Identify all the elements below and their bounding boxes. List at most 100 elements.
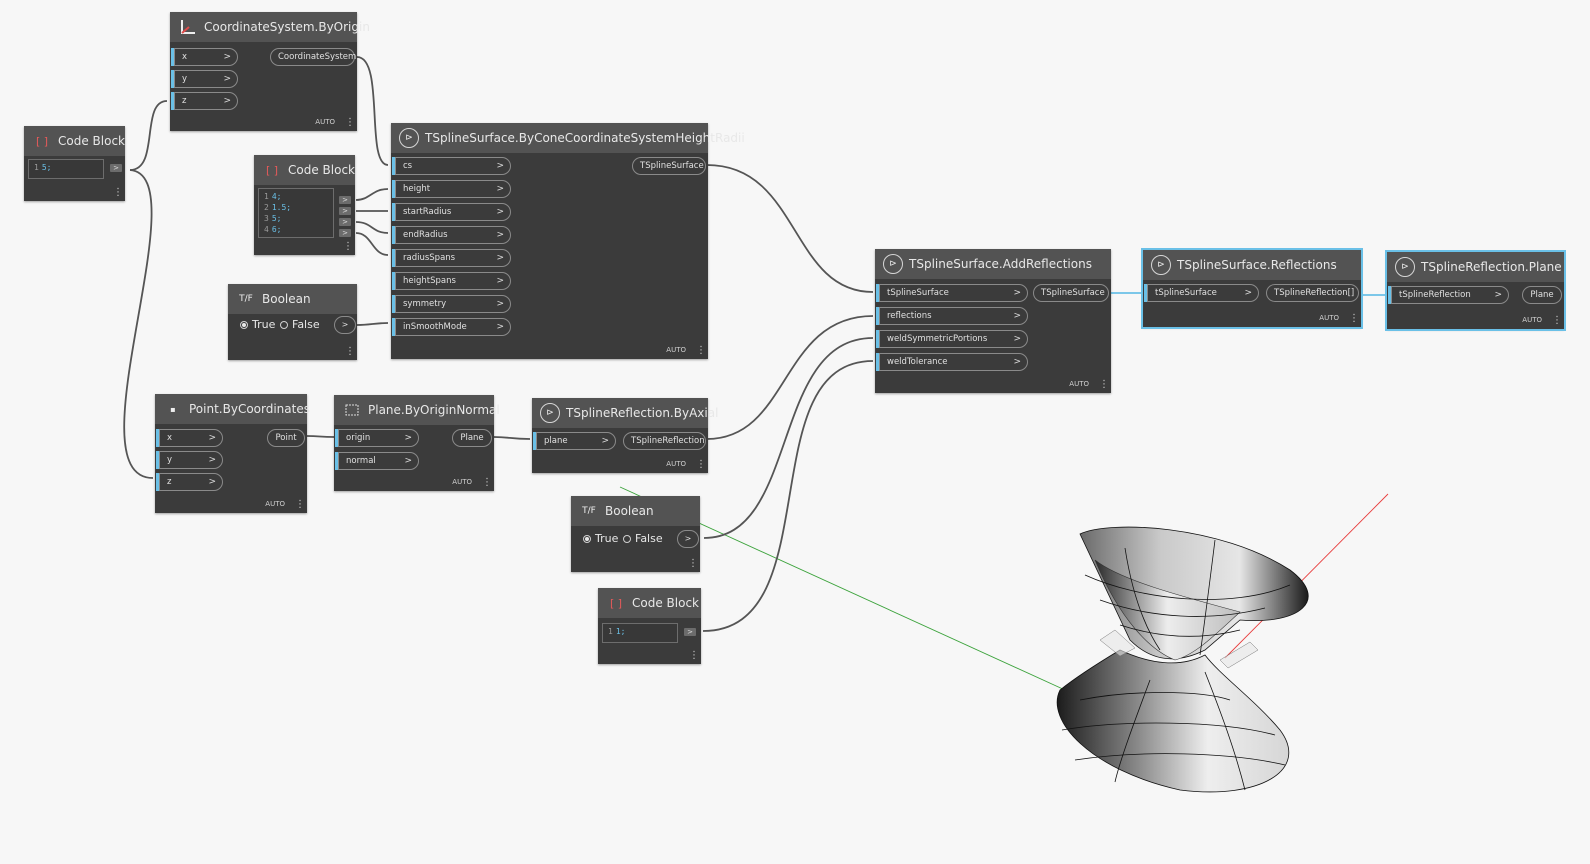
- input-port-height[interactable]: height>: [392, 180, 511, 198]
- lacing-auto-label[interactable]: AUTO: [666, 346, 686, 354]
- output-port-tspline-reflection-list[interactable]: TSplineReflection[]: [1266, 284, 1359, 302]
- radio-false[interactable]: False: [280, 318, 320, 331]
- input-port-symmetry[interactable]: symmetry>: [392, 295, 511, 313]
- node-title: TSplineReflection.Plane: [1421, 260, 1562, 274]
- input-port-z[interactable]: z>: [171, 92, 238, 110]
- node-header[interactable]: T/F Boolean: [571, 496, 700, 526]
- input-port-weld-symmetric-portions[interactable]: weldSymmetricPortions>: [876, 330, 1028, 348]
- input-port-end-radius[interactable]: endRadius>: [392, 226, 511, 244]
- output-port[interactable]: >: [684, 628, 696, 636]
- node-menu-icon[interactable]: ⋮: [295, 499, 305, 510]
- node-boolean-2[interactable]: T/F Boolean True False > ⋮: [571, 496, 700, 572]
- input-port-tspline-surface[interactable]: tSplineSurface>: [1144, 284, 1259, 302]
- node-menu-icon[interactable]: ⋮: [1552, 315, 1562, 326]
- input-port-origin[interactable]: origin>: [335, 429, 419, 447]
- input-port-plane[interactable]: plane>: [533, 432, 616, 450]
- input-port-tspline-reflection[interactable]: tSplineReflection>: [1388, 286, 1509, 304]
- node-coordinate-system-by-origin[interactable]: CoordinateSystem.ByOrigin x> y> z> Coord…: [170, 12, 370, 131]
- input-port-reflections[interactable]: reflections>: [876, 307, 1028, 325]
- node-title: Code Block: [58, 134, 125, 148]
- node-menu-icon[interactable]: ⋮: [688, 558, 698, 569]
- input-port-y[interactable]: y>: [156, 451, 223, 469]
- node-menu-icon[interactable]: ⋮: [1349, 313, 1359, 324]
- input-port-height-spans[interactable]: heightSpans>: [392, 272, 511, 290]
- output-port-tspline-surface[interactable]: TSplineSurface: [1033, 284, 1109, 302]
- input-port-normal[interactable]: normal>: [335, 452, 419, 470]
- node-point-by-coordinates[interactable]: ▪ Point.ByCoordinates x> y> z> Point AUT…: [155, 394, 310, 513]
- node-header[interactable]: [ ] Code Block: [254, 155, 355, 185]
- input-port-start-radius[interactable]: startRadius>: [392, 203, 511, 221]
- output-port[interactable]: >: [339, 207, 351, 215]
- node-tspline-reflection-by-axial[interactable]: ⊳ TSplineReflection.ByAxial plane> TSpli…: [532, 398, 718, 473]
- input-port-weld-tolerance[interactable]: weldTolerance>: [876, 353, 1028, 371]
- input-port-cs[interactable]: cs>: [392, 157, 511, 175]
- lacing-auto-label[interactable]: AUTO: [1069, 380, 1089, 388]
- input-port-tspline-surface[interactable]: tSplineSurface>: [876, 284, 1028, 302]
- node-header[interactable]: [ ] Code Block: [24, 126, 125, 156]
- node-menu-icon[interactable]: ⋮: [345, 346, 355, 357]
- input-port-in-smooth-mode[interactable]: inSmoothMode>: [392, 318, 511, 336]
- node-header[interactable]: ⊳ TSplineSurface.ByConeCoordinateSystemH…: [391, 123, 745, 153]
- node-header[interactable]: Plane.ByOriginNormal: [334, 395, 500, 425]
- node-menu-icon[interactable]: ⋮: [345, 117, 355, 128]
- output-port[interactable]: >: [110, 164, 122, 172]
- node-menu-icon[interactable]: ⋮: [696, 459, 706, 470]
- output-port-tspline-surface[interactable]: TSplineSurface: [632, 157, 706, 175]
- node-header[interactable]: [ ] Code Block: [598, 588, 701, 618]
- node-menu-icon[interactable]: ⋮: [482, 477, 492, 488]
- output-port[interactable]: >: [339, 218, 351, 226]
- node-menu-icon[interactable]: ⋮: [689, 650, 699, 661]
- node-header[interactable]: ⊳ TSplineSurface.Reflections: [1143, 250, 1361, 280]
- output-port[interactable]: >: [334, 316, 356, 334]
- radio-false[interactable]: False: [623, 532, 663, 545]
- node-title: Point.ByCoordinates: [189, 402, 310, 416]
- radio-true[interactable]: True: [583, 532, 618, 545]
- lacing-auto-label[interactable]: AUTO: [666, 460, 686, 468]
- input-port-z[interactable]: z>: [156, 473, 223, 491]
- lacing-auto-label[interactable]: AUTO: [265, 500, 285, 508]
- input-port-x[interactable]: x>: [171, 48, 238, 66]
- node-boolean-1[interactable]: T/F Boolean True False > ⋮: [228, 284, 357, 360]
- lacing-auto-label[interactable]: AUTO: [315, 118, 335, 126]
- node-tspline-add-reflections[interactable]: ⊳ TSplineSurface.AddReflections tSplineS…: [875, 249, 1111, 393]
- radio-true[interactable]: True: [240, 318, 275, 331]
- output-port-plane[interactable]: Plane: [1522, 286, 1562, 304]
- node-plane-by-origin-normal[interactable]: Plane.ByOriginNormal origin> normal> Pla…: [334, 395, 500, 491]
- output-port-coordinate-system[interactable]: CoordinateSystem: [270, 48, 356, 66]
- geometry-preview: [1056, 526, 1309, 793]
- node-header[interactable]: ⊳ TSplineReflection.Plane: [1387, 252, 1564, 282]
- node-tspline-by-cone[interactable]: ⊳ TSplineSurface.ByConeCoordinateSystemH…: [391, 123, 745, 359]
- node-header[interactable]: ⊳ TSplineReflection.ByAxial: [532, 398, 718, 428]
- input-port-radius-spans[interactable]: radiusSpans>: [392, 249, 511, 267]
- output-port-plane[interactable]: Plane: [452, 429, 492, 447]
- wire: [706, 315, 874, 440]
- node-header[interactable]: CoordinateSystem.ByOrigin: [170, 12, 370, 42]
- output-port[interactable]: >: [677, 530, 699, 548]
- wire: [706, 164, 874, 293]
- output-port-point[interactable]: Point: [267, 429, 305, 447]
- node-menu-icon[interactable]: ⋮: [113, 187, 123, 198]
- output-port-tspline-reflection[interactable]: TSplineReflection: [623, 432, 706, 450]
- output-port[interactable]: >: [339, 196, 351, 204]
- node-tspline-reflections[interactable]: ⊳ TSplineSurface.Reflections tSplineSurf…: [1141, 248, 1363, 329]
- node-menu-icon[interactable]: ⋮: [1099, 379, 1109, 390]
- lacing-auto-label[interactable]: AUTO: [1522, 316, 1542, 324]
- lacing-auto-label[interactable]: AUTO: [452, 478, 472, 486]
- output-port[interactable]: >: [339, 229, 351, 237]
- node-tspline-reflection-plane[interactable]: ⊳ TSplineReflection.Plane tSplineReflect…: [1385, 250, 1566, 331]
- node-header[interactable]: ▪ Point.ByCoordinates: [155, 394, 310, 424]
- node-header[interactable]: T/F Boolean: [228, 284, 357, 314]
- input-port-y[interactable]: y>: [171, 70, 238, 88]
- lacing-auto-label[interactable]: AUTO: [1319, 314, 1339, 322]
- input-port-x[interactable]: x>: [156, 429, 223, 447]
- node-menu-icon[interactable]: ⋮: [696, 345, 706, 356]
- node-header[interactable]: ⊳ TSplineSurface.AddReflections: [875, 249, 1111, 279]
- node-menu-icon[interactable]: ⋮: [343, 241, 353, 252]
